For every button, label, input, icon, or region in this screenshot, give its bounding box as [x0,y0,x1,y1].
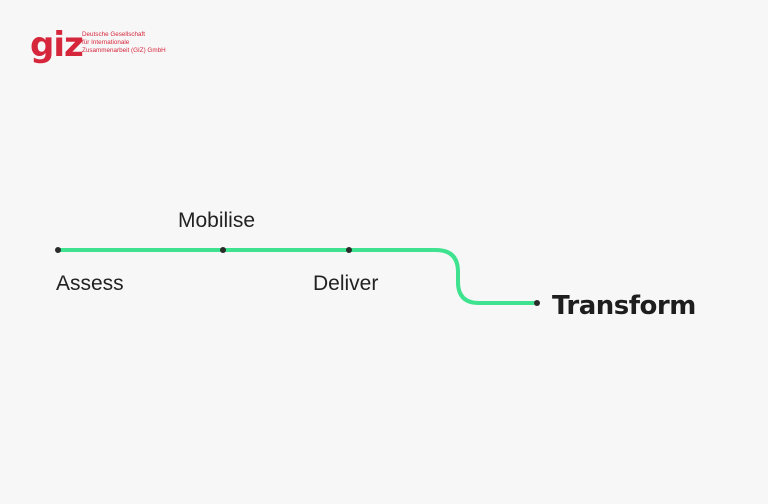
node-mobilise [220,247,226,253]
giz-logo: giz Deutsche Gesellschaft für Internatio… [30,28,170,68]
giz-logo-line-1: Deutsche Gesellschaft [82,31,145,38]
giz-logo-mark: giz [30,25,84,65]
node-assess [55,247,61,253]
timeline-path [56,248,539,305]
giz-logo-line-2: für Internationale [82,39,130,46]
stage-label-deliver: Deliver [313,272,379,295]
node-transform [534,300,540,306]
giz-logo-text: Deutsche Gesellschaft für Internationale… [82,31,166,55]
giz-logo-line-3: Zusammenarbeit (GIZ) GmbH [82,47,166,54]
node-deliver [346,247,352,253]
stage-label-mobilise: Mobilise [178,209,256,232]
stage-label-transform: Transform [552,291,696,321]
stage-label-assess: Assess [56,272,124,295]
